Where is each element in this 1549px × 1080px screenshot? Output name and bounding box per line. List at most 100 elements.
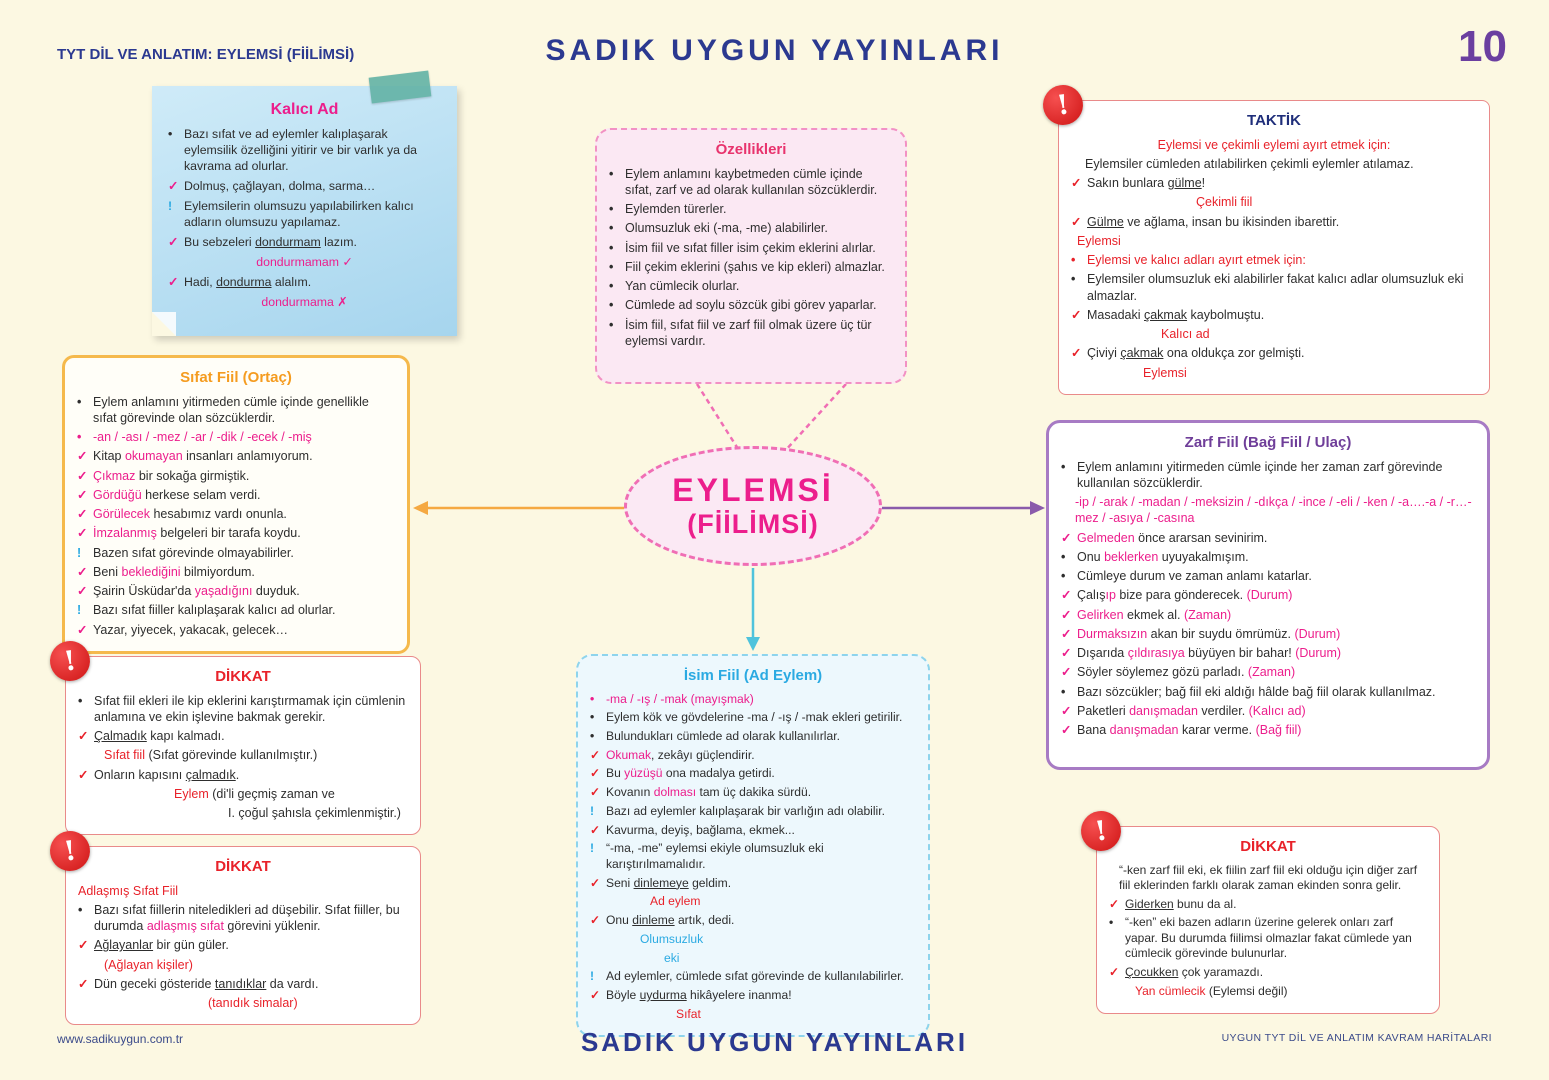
line-text: Paketleri danışmadan verdiler. (Kalıcı a… <box>1077 703 1306 718</box>
text-line: ✓Çalmadık kapı kalmadı. <box>78 728 408 744</box>
text-line: Çekimli fiil <box>1071 194 1477 210</box>
line-text: Eylemsilerin olumsuzu yapılabilirken kal… <box>184 198 414 229</box>
line-text: “-ma, -me” eylemsi ekiyle olumsuzluk eki… <box>606 841 824 871</box>
warning-icon: ! <box>590 841 595 856</box>
check-icon: ✓ <box>1061 723 1072 737</box>
line-text: Cümlede ad soylu sözcük gibi görev yapar… <box>625 298 877 313</box>
text-line: Eylemsiler cümleden atılabilirken çekiml… <box>1071 156 1477 172</box>
website-link[interactable]: www.sadikuygun.com.tr <box>57 1032 184 1046</box>
check-icon: ✓ <box>1071 214 1082 229</box>
line-text: Ad eylem <box>650 894 701 909</box>
check-icon: ✓ <box>78 729 89 743</box>
bullet-marker: • <box>1061 459 1066 474</box>
check-icon: ✓ <box>77 622 88 637</box>
bullet-marker: • <box>168 126 173 141</box>
text-line: “-ken zarf fiil eki, ek fiilin zarf fiil… <box>1109 863 1427 894</box>
text-line: ✓Çocukken çok yaramazdı. <box>1109 965 1427 981</box>
line-text: Bazı sıfat fiillerin niteledikleri ad dü… <box>94 902 400 933</box>
text-line: eki <box>590 951 916 967</box>
check-icon: ✓ <box>1061 626 1072 641</box>
check-icon: ✓ <box>1109 896 1120 911</box>
text-line: ✓Çıkmaz bir sokağa girmiştik. <box>77 468 395 484</box>
bullet-marker: • <box>1109 915 1114 930</box>
line-text: I. çoğul şahısla çekimlenmiştir.) <box>228 806 401 820</box>
check-icon: ✓ <box>590 822 601 837</box>
text-line: dondurmamam ✓ <box>168 255 441 271</box>
central-node-eylemsi: EYLEMSİ (FİİLİMSİ) <box>624 446 882 566</box>
bullet-marker: • <box>78 902 83 917</box>
text-line: ✓Çiviyi çakmak ona oldukça zor gelmişti. <box>1071 345 1477 361</box>
check-icon: ✓ <box>1061 530 1072 545</box>
bullet-marker: • <box>1061 684 1066 699</box>
text-line: !Bazı sıfat fiiller kalıplaşarak kalıcı … <box>77 602 395 618</box>
check-icon: ✓ <box>77 507 88 521</box>
line-text: Dışarıda çıldırasıya büyüyen bir bahar! … <box>1077 646 1342 660</box>
line-text: “-ken zarf fiil eki, ek fiilin zarf fiil… <box>1119 862 1418 893</box>
line-text: Eylemsi <box>1077 233 1121 248</box>
line-text: Bu yüzüşü ona madalya getirdi. <box>606 766 775 781</box>
text-line: ✓Giderken bunu da al. <box>1109 897 1427 913</box>
line-text: İsim fiil, sıfat fiil ve zarf fiil olmak… <box>625 317 872 348</box>
line-text: Bazı sıfat ve ad eylemler kalıplaşarak e… <box>184 126 418 173</box>
text-line: •-ma / -ış / -mak (mayışmak) <box>590 692 916 708</box>
text-line: ✓Şairin Üsküdar'da yaşadığını duyduk. <box>77 583 395 599</box>
text-line: ✓ Bana danışmadan karar verme. (Bağ fiil) <box>1061 722 1475 738</box>
box-zarf-fiil: Zarf Fiil (Bağ Fiil / Ulaç) •Eylem anlam… <box>1046 420 1490 770</box>
line-text: Eylem anlamını yitirmeden cümle içinde h… <box>1077 459 1443 490</box>
check-icon: ✓ <box>78 767 89 782</box>
check-icon: ✓ <box>1071 307 1082 322</box>
line-text: “-ken” eki bazen adların üzerine gelerek… <box>1125 915 1412 961</box>
check-icon: ✓ <box>1061 665 1072 680</box>
text-line: !Ad eylemler, cümlede sıfat görevinde de… <box>590 969 916 985</box>
text-line: Eylemsi <box>1071 365 1477 381</box>
text-line: •Olumsuzluk eki (-ma, -me) alabilirler. <box>609 220 893 236</box>
line-text: Kovanın dolması tam üç dakika sürdü. <box>606 785 812 800</box>
line-text: Eylemsi ve kalıcı adları ayırt etmek içi… <box>1087 253 1306 267</box>
text-line: (Ağlayan kişiler) <box>78 957 408 973</box>
line-text: Böyle uydurma hikâyelere inanma! <box>606 988 792 1002</box>
connector-to-sifat-fiil <box>413 501 624 515</box>
box-content: •Eylem anlamını kaybetmeden cümle içinde… <box>609 166 893 350</box>
check-icon: ✓ <box>1071 176 1082 190</box>
line-text: Olumsuzluk eki (-ma, -me) alabilirler. <box>625 221 828 236</box>
warning-icon: ! <box>590 803 595 818</box>
line-text: Seni dinlemeye geldim. <box>606 875 732 890</box>
text-line: ✓Dolmuş, çağlayan, dolma, sarma… <box>168 179 441 195</box>
box-taktik: ! TAKTİK Eylemsi ve çekimli eylemi ayırt… <box>1040 82 1490 395</box>
box-content: •-ma / -ış / -mak (mayışmak)•Eylem kök v… <box>590 692 916 1023</box>
line-text: Bana danışmadan karar verme. (Bağ fiil) <box>1077 723 1302 737</box>
connector-to-zarf-fiil <box>882 501 1045 515</box>
box-title: TAKTİK <box>1247 112 1301 129</box>
line-text: Eylemden türerler. <box>625 202 727 216</box>
line-text: Yazar, yiyecek, yakacak, gelecek… <box>93 622 288 637</box>
text-line: ✓Dışarıda çıldırasıya büyüyen bir bahar!… <box>1061 645 1475 661</box>
text-line: Eylemsi <box>1071 233 1477 249</box>
text-line: (tanıdık simalar) <box>78 995 408 1011</box>
note-kalici-ad: Kalıcı Ad •Bazı sıfat ve ad eylemler kal… <box>152 70 457 336</box>
text-line: •Fiil çekim eklerini (şahıs ve kip ekler… <box>609 259 893 275</box>
text-line: ✓Paketleri danışmadan verdiler. (Kalıcı … <box>1061 703 1475 719</box>
line-text: Onu beklerken uyuyakalmışım. <box>1077 549 1249 564</box>
box-content: • Eylem anlamını yitirmeden cümle içinde … <box>1061 459 1475 739</box>
line-text: Kalıcı ad <box>1161 327 1210 341</box>
text-line: I. çoğul şahısla çekimlenmiştir.) <box>78 805 408 821</box>
check-icon: ✓ <box>590 785 601 800</box>
check-icon: ✓ <box>168 274 179 289</box>
check-icon: ✓ <box>590 766 601 781</box>
bullet-marker: • <box>77 430 82 444</box>
line-text: İsim fiil ve sıfat filler isim çekim ekl… <box>625 240 876 255</box>
box-dikkat-3: ! DİKKAT “-ken zarf fiil eki, ek fiilin … <box>1078 808 1440 1014</box>
check-icon: ✓ <box>590 913 601 928</box>
text-line: ✓Kavurma, deyiş, bağlama, ekmek... <box>590 823 916 839</box>
text-line: ✓İmzalanmış belgeleri bir tarafa koydu. <box>77 525 395 541</box>
line-text: Ad eylemler, cümlede sıfat görevinde de … <box>606 969 904 984</box>
line-text: (Ağlayan kişiler) <box>104 957 193 972</box>
line-text: Bazı ad eylemler kalıplaşarak bir varlığ… <box>606 803 885 818</box>
bullet-marker: • <box>590 728 595 743</box>
line-text: Bu sebzeleri dondurmam lazım. <box>184 234 357 249</box>
box-title: Sıfat Fiil (Ortaç) <box>180 369 292 386</box>
text-line: ✓Beni beklediğini bilmiyordum. <box>77 564 395 580</box>
line-text: Eylem (di'li geçmiş zaman ve <box>174 786 335 801</box>
bullet-marker: • <box>609 298 614 313</box>
bullet-marker: • <box>78 693 83 708</box>
